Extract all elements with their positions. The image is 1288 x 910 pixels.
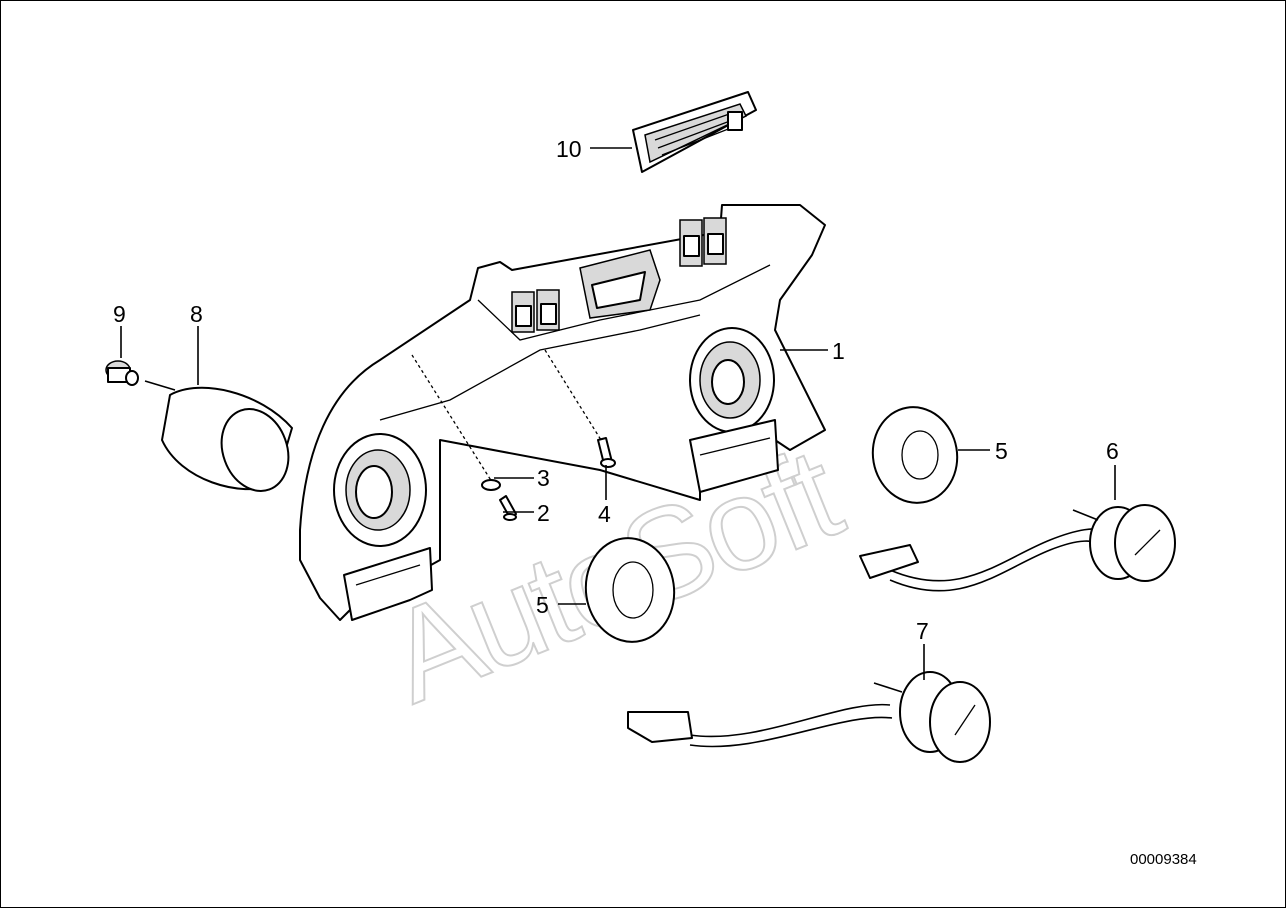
reference-number: 00009384 (1130, 851, 1197, 868)
callout-7: 7 (916, 618, 929, 644)
part-5-gasket-lower[interactable] (579, 532, 681, 647)
callout-6: 6 (1106, 438, 1119, 464)
callout-10: 10 (556, 136, 582, 162)
callout-9: 9 (113, 301, 126, 327)
callout-5-right: 5 (995, 438, 1008, 464)
leader-lines (120, 147, 1116, 680)
part-6-gauge[interactable] (859, 504, 1176, 592)
callout-2: 2 (537, 500, 550, 526)
part-7-gauge[interactable] (627, 671, 991, 763)
callout-1: 1 (832, 338, 845, 364)
part-9-nut[interactable] (105, 360, 139, 386)
part-8-housing[interactable] (144, 380, 299, 500)
callout-5-lower: 5 (536, 592, 549, 618)
part-10-lamp[interactable] (632, 91, 757, 173)
callout-4: 4 (598, 501, 611, 527)
part-3-washer[interactable] (481, 479, 501, 491)
part-1-console-panel[interactable] (299, 204, 826, 621)
part-4-screw[interactable] (597, 437, 616, 468)
part-5-gasket-right[interactable] (865, 400, 964, 509)
callout-3: 3 (537, 465, 550, 491)
callout-8: 8 (190, 301, 203, 327)
part-2-screw[interactable] (499, 495, 517, 521)
